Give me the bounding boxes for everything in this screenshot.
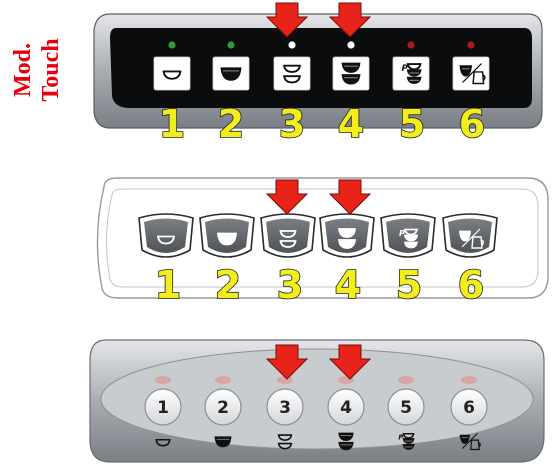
touch-key-6[interactable] xyxy=(452,41,490,91)
status-led xyxy=(347,41,355,49)
touch-dark-panel: P xyxy=(93,13,543,129)
panel-recess xyxy=(100,348,534,450)
side-label: Mod. Touch xyxy=(10,38,64,101)
status-led xyxy=(227,41,235,49)
double-large-cup-icon xyxy=(337,228,357,249)
cup-and-jug-icon xyxy=(458,228,484,249)
outline-key-6[interactable] xyxy=(442,213,498,258)
programmable-cups-icon: P xyxy=(398,433,415,450)
arrow-indicator-4 xyxy=(328,179,372,215)
round-button[interactable] xyxy=(144,388,182,426)
status-led xyxy=(277,376,293,384)
round-button-number: 1 xyxy=(157,398,169,418)
touch-key-3[interactable] xyxy=(273,41,311,91)
button-number-6: 6 xyxy=(458,263,484,307)
round-button-number: 2 xyxy=(217,398,229,418)
panel-inner-outline xyxy=(105,188,539,288)
button-number-2: 2 xyxy=(218,102,244,146)
round-button-number: 6 xyxy=(463,398,475,418)
side-label-line1: Mod. xyxy=(10,43,36,97)
status-led xyxy=(398,376,414,384)
arrow-indicator-3 xyxy=(265,344,309,380)
touch-key-face[interactable] xyxy=(273,56,311,91)
round-button-number: 5 xyxy=(400,398,412,418)
single-large-cup-icon xyxy=(217,232,237,246)
touch-key-5[interactable]: P xyxy=(392,41,430,91)
round-button[interactable] xyxy=(327,388,365,426)
round-button-number: 4 xyxy=(340,398,352,418)
p-badge: P xyxy=(402,63,409,73)
button-number-5: 5 xyxy=(399,102,425,146)
double-large-cup-icon xyxy=(341,62,361,85)
button-number-4: 4 xyxy=(338,102,364,146)
touch-key-face[interactable] xyxy=(153,56,191,91)
arrow-indicator-4 xyxy=(328,2,372,38)
status-led xyxy=(407,41,415,49)
single-small-cup-icon xyxy=(162,70,182,80)
programmable-cups-icon: P xyxy=(402,63,422,84)
round-button[interactable] xyxy=(387,388,425,426)
programmable-cups-icon: P xyxy=(399,228,419,249)
outline-panel: P xyxy=(96,177,549,299)
side-label-line2: Touch xyxy=(38,38,64,101)
outline-key-4[interactable] xyxy=(319,213,375,258)
button-number-1: 1 xyxy=(159,102,185,146)
button-number-6: 6 xyxy=(459,102,485,146)
round-button[interactable] xyxy=(450,388,488,426)
button-number-5: 5 xyxy=(396,263,422,307)
double-large-cup-icon xyxy=(338,432,354,451)
round-key-1[interactable]: 1 xyxy=(144,376,182,447)
touch-key-2[interactable] xyxy=(212,41,250,91)
status-led xyxy=(168,41,176,49)
round-key-3[interactable]: 3 xyxy=(266,376,304,450)
double-small-cup-icon xyxy=(279,230,297,248)
button-number-1: 1 xyxy=(155,263,181,307)
double-small-cup-icon xyxy=(283,64,301,84)
double-small-cup-icon xyxy=(277,434,293,450)
touch-key-4[interactable] xyxy=(332,41,370,91)
single-large-cup-icon xyxy=(214,436,232,448)
arrow-indicator-3 xyxy=(265,179,309,215)
button-number-3: 3 xyxy=(277,263,303,307)
button-number-4: 4 xyxy=(335,263,361,307)
status-led xyxy=(467,41,475,49)
key-face[interactable] xyxy=(266,218,310,254)
button-number-3: 3 xyxy=(279,102,305,146)
touch-key-face[interactable] xyxy=(332,56,370,91)
p-badge: P xyxy=(399,229,405,238)
arrow-indicator-4 xyxy=(328,344,372,380)
status-led xyxy=(155,376,171,384)
status-led xyxy=(461,376,477,384)
round-button-number: 3 xyxy=(279,398,291,418)
outline-key-1[interactable] xyxy=(138,213,194,258)
arrow-indicator-3 xyxy=(265,2,309,38)
round-key-6[interactable]: 6 xyxy=(450,376,488,451)
touch-key-1[interactable] xyxy=(153,41,191,91)
round-key-4[interactable]: 4 xyxy=(327,376,365,451)
single-large-cup-icon xyxy=(220,67,242,81)
single-small-cup-icon xyxy=(155,438,171,447)
round-button[interactable] xyxy=(266,388,304,426)
round-key-5[interactable]: 5P xyxy=(387,376,425,450)
status-led xyxy=(215,376,231,384)
single-small-cup-icon xyxy=(156,235,176,245)
p-badge: P xyxy=(398,433,403,441)
outline-key-2[interactable] xyxy=(199,213,255,258)
cup-and-jug-icon xyxy=(459,432,481,451)
outline-key-5[interactable]: P xyxy=(380,213,436,258)
outline-key-3[interactable] xyxy=(260,213,316,258)
button-number-2: 2 xyxy=(215,263,241,307)
status-led xyxy=(288,41,296,49)
round-button[interactable] xyxy=(204,388,242,426)
round-key-2[interactable]: 2 xyxy=(204,376,242,448)
cup-and-jug-icon xyxy=(459,63,486,85)
